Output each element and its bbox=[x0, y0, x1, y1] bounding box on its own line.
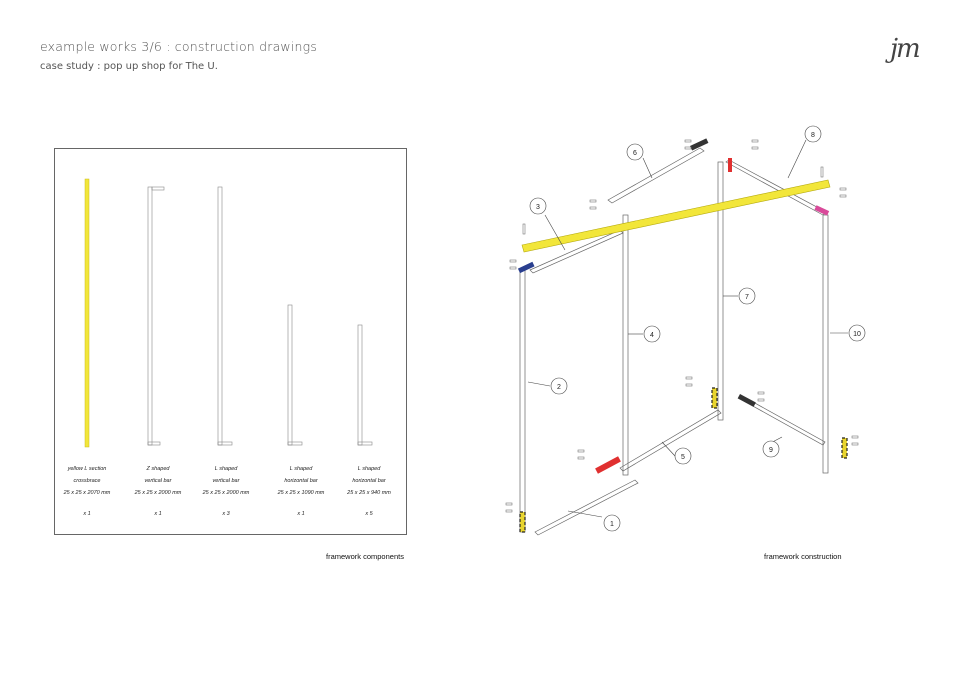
framework-components-panel: yellow L section crossbrace 25 x 25 x 20… bbox=[54, 148, 407, 535]
logo: jm bbox=[890, 34, 921, 64]
l-shaped-vertical-bar bbox=[217, 186, 233, 446]
component-3-qty: x 3 bbox=[222, 511, 230, 517]
component-label-3: L shaped vertical bar 25 x 25 x 2000 mm bbox=[186, 463, 266, 499]
callout-5-label: 5 bbox=[681, 454, 685, 461]
callout-6-label: 6 bbox=[633, 150, 637, 157]
caption-framework-construction: framework construction bbox=[764, 552, 842, 561]
yellow-black-marker-mid bbox=[711, 387, 718, 409]
components-drawing bbox=[84, 178, 373, 448]
red-marker-top bbox=[728, 158, 732, 172]
z-shaped-vertical-bar bbox=[147, 186, 165, 446]
frame-bars bbox=[519, 147, 829, 536]
component-5-name: L shaped bbox=[357, 466, 381, 472]
yellow-crossbrace bbox=[521, 179, 831, 253]
component-4-qty: x 1 bbox=[297, 511, 305, 517]
component-1-size: 25 x 25 x 2070 mm bbox=[63, 490, 111, 496]
pink-marker bbox=[814, 205, 830, 216]
component-label-5: L shaped horizontal bar 25 x 25 x 940 mm bbox=[329, 463, 409, 499]
component-2-qty: x 1 bbox=[154, 511, 162, 517]
component-1-type: crossbrace bbox=[73, 478, 101, 484]
component-4-size: 25 x 25 x 1090 mm bbox=[277, 490, 325, 496]
component-4-type: horizontal bar bbox=[284, 478, 318, 484]
component-2-type: vertical bar bbox=[144, 478, 172, 484]
callout-2-label: 2 bbox=[557, 384, 561, 391]
component-3-type: vertical bar bbox=[212, 478, 240, 484]
callout-7 bbox=[738, 287, 756, 305]
component-5-type: horizontal bar bbox=[352, 478, 386, 484]
component-1-qty: x 1 bbox=[83, 511, 91, 517]
l-shaped-horizontal-bar-940 bbox=[357, 324, 373, 446]
framework-construction-drawing: 1 2 3 4 5 6 7 8 9 10 bbox=[505, 125, 866, 536]
dark-marker-rear bbox=[689, 138, 709, 151]
callout-6 bbox=[626, 143, 644, 161]
caption-framework-components: framework components bbox=[326, 552, 404, 561]
callout-3-label: 3 bbox=[536, 204, 540, 211]
component-label-2: Z shaped vertical bar 25 x 25 x 2000 mm bbox=[118, 463, 198, 499]
yellow-black-marker-right bbox=[841, 437, 848, 459]
component-3-name: L shaped bbox=[214, 466, 238, 472]
component-label-1: yellow L section crossbrace 25 x 25 x 20… bbox=[47, 463, 127, 499]
component-3-size: 25 x 25 x 2000 mm bbox=[202, 490, 250, 496]
component-4-name: L shaped bbox=[289, 466, 313, 472]
yellow-black-marker-left bbox=[519, 511, 526, 533]
callout-10 bbox=[848, 324, 866, 342]
bolt-hardware bbox=[505, 139, 859, 513]
callout-3 bbox=[529, 197, 547, 215]
dark-marker-right bbox=[737, 394, 756, 407]
component-2-size: 25 x 25 x 2000 mm bbox=[134, 490, 182, 496]
callout-10-label: 10 bbox=[853, 331, 861, 338]
component-2-name: Z shaped bbox=[146, 466, 170, 472]
callout-8-label: 8 bbox=[811, 132, 815, 139]
blue-marker bbox=[517, 261, 535, 274]
page-title: example works 3/6 : construction drawing… bbox=[40, 39, 318, 54]
callout-5 bbox=[674, 447, 692, 465]
callout-2 bbox=[550, 377, 568, 395]
callout-8 bbox=[804, 125, 822, 143]
callouts bbox=[527, 125, 866, 532]
callout-4-label: 4 bbox=[650, 332, 654, 339]
component-5-size: 25 x 25 x 940 mm bbox=[347, 490, 391, 496]
page-subtitle: case study : pop up shop for The U. bbox=[40, 61, 218, 72]
component-1-name: yellow L section bbox=[67, 466, 107, 472]
yellow-crossbrace-bar bbox=[84, 178, 90, 448]
red-marker-bottom bbox=[595, 456, 621, 474]
callout-1-label: 1 bbox=[610, 521, 614, 528]
callout-9 bbox=[762, 440, 780, 458]
l-shaped-horizontal-bar-1090 bbox=[287, 304, 303, 446]
component-5-qty: x 5 bbox=[365, 511, 373, 517]
callout-9-label: 9 bbox=[769, 447, 773, 454]
callout-1 bbox=[603, 514, 621, 532]
callout-4 bbox=[643, 325, 661, 343]
component-label-4: L shaped horizontal bar 25 x 25 x 1090 m… bbox=[261, 463, 341, 499]
callout-7-label: 7 bbox=[745, 294, 749, 301]
